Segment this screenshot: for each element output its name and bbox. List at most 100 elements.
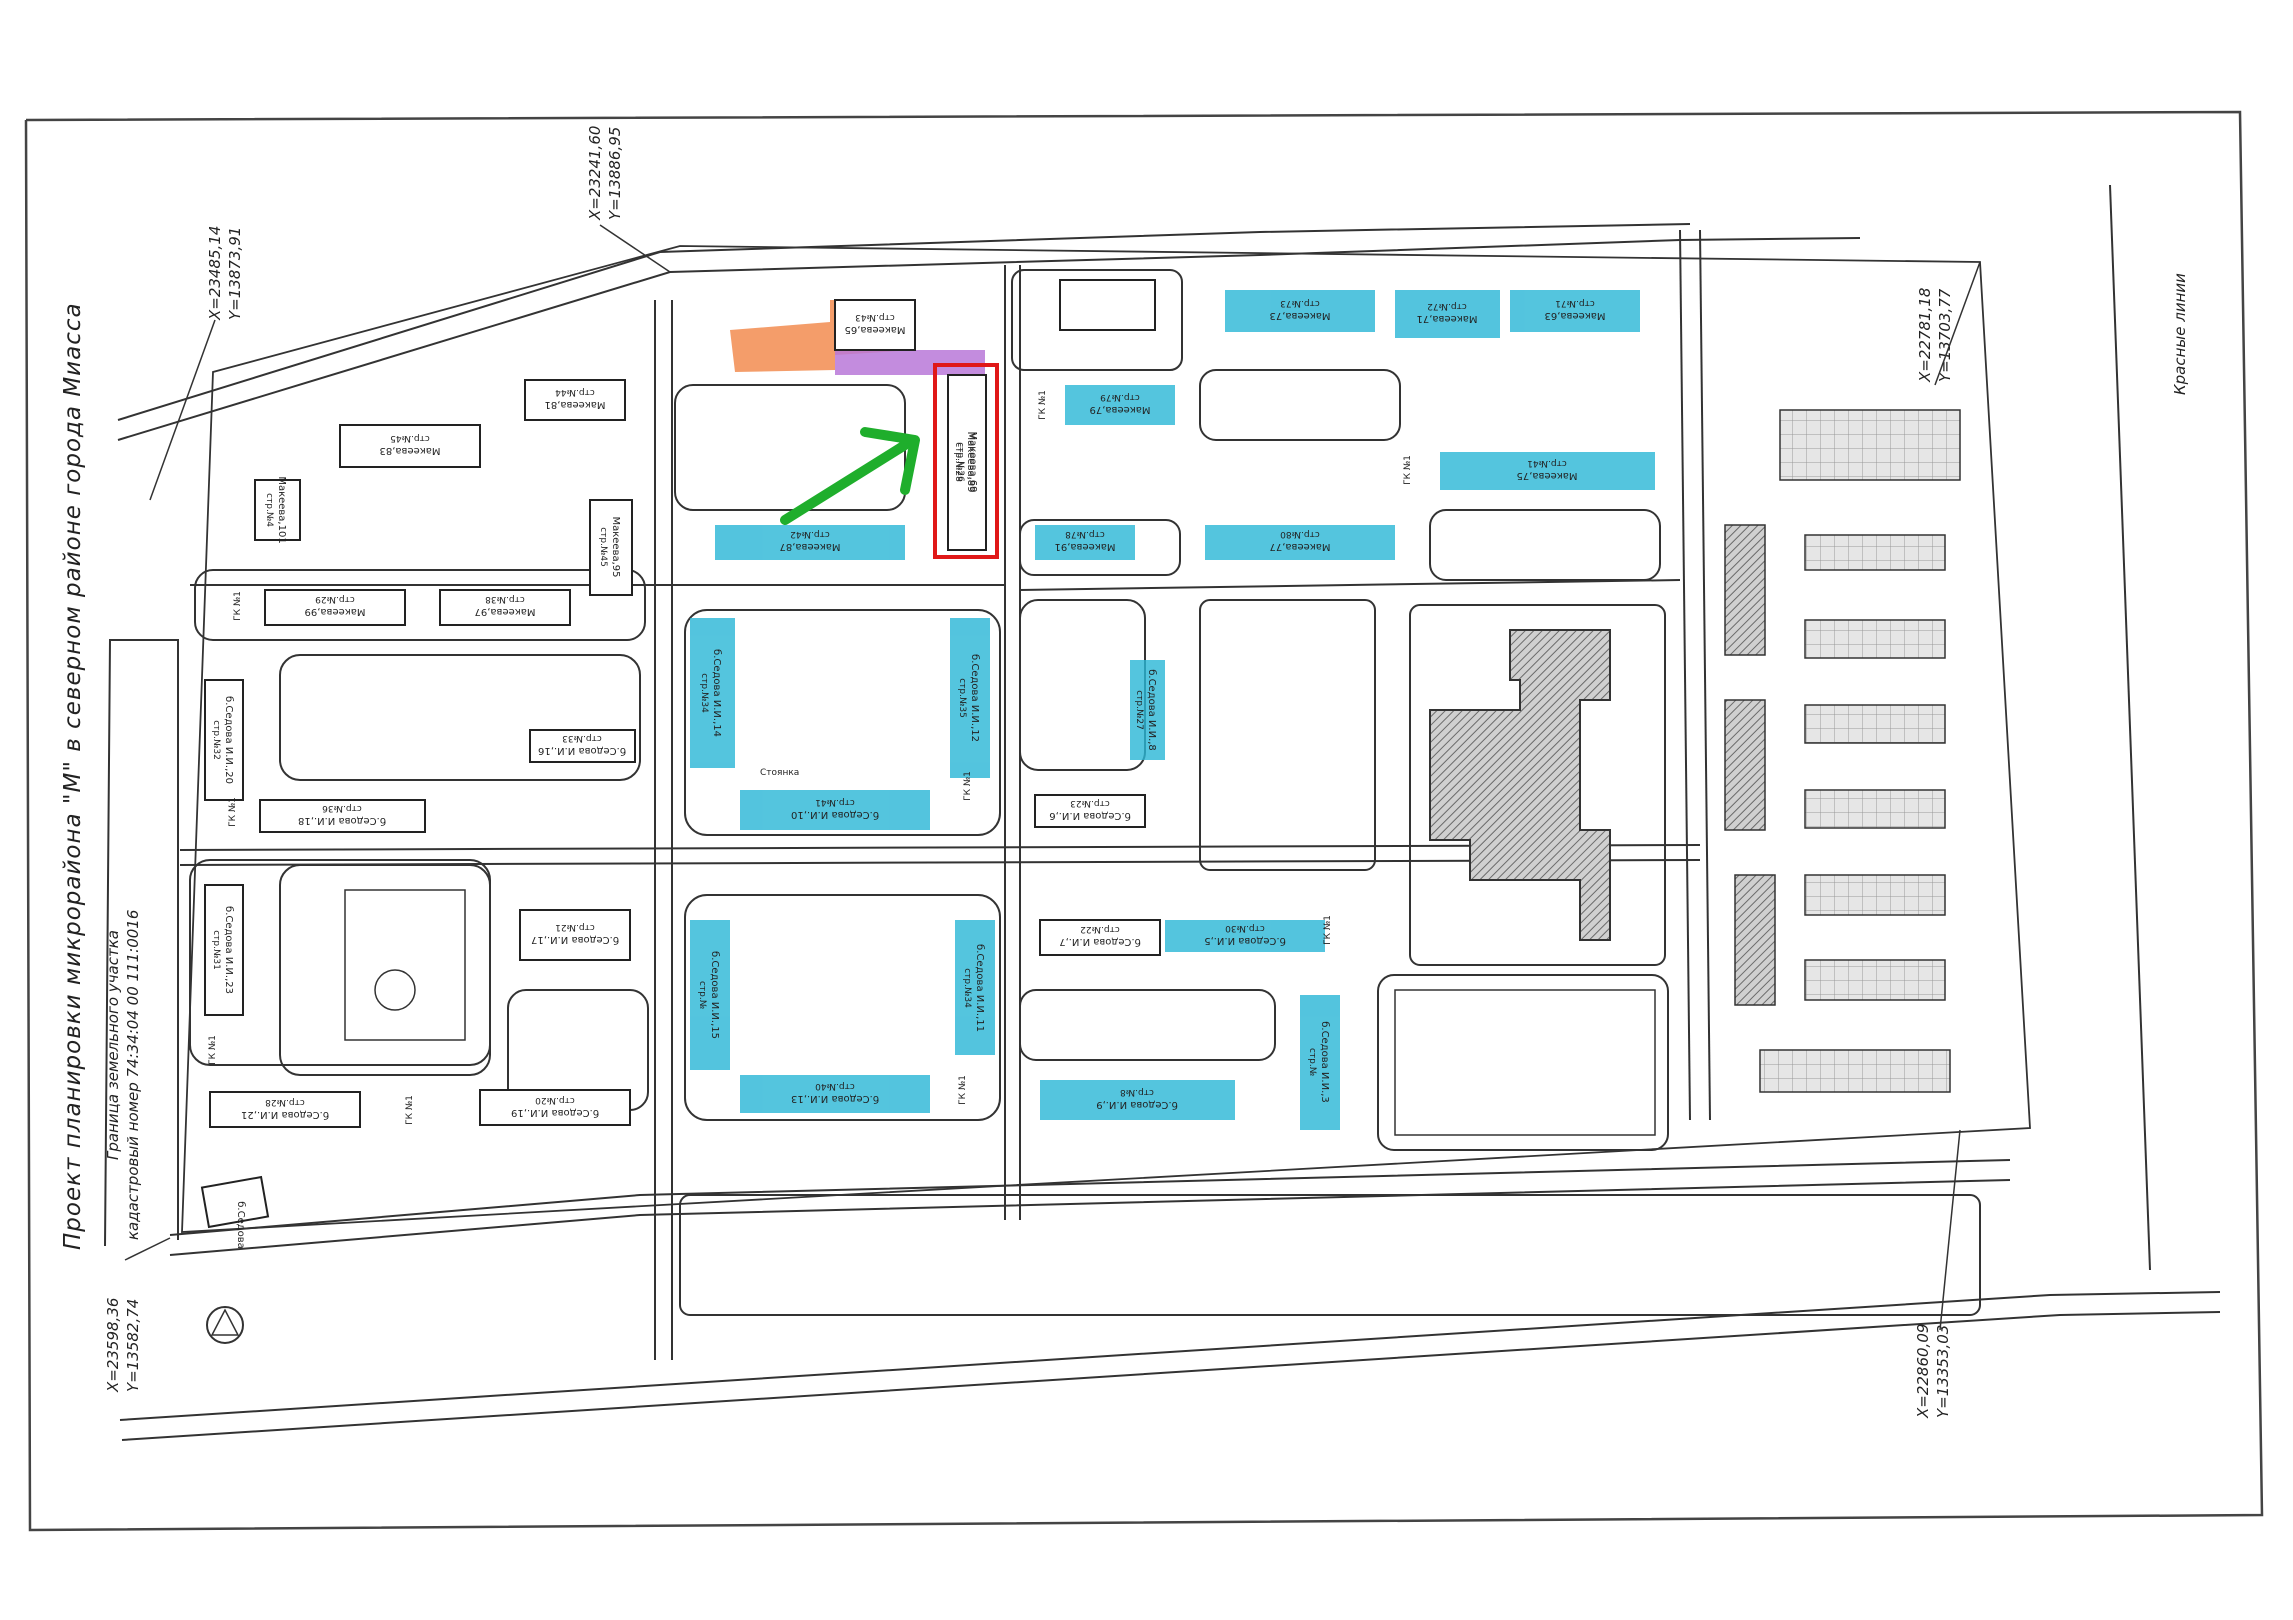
building-name: Макеева,63 bbox=[1544, 310, 1605, 321]
road-inner-south-2 bbox=[169, 1179, 2011, 1256]
building-number: стр.№35 bbox=[957, 678, 967, 718]
plain-buildings bbox=[200, 279, 1161, 1229]
bld-sw-corner bbox=[200, 1175, 270, 1229]
building-number: стр.№41 bbox=[815, 797, 855, 807]
road-horizontal-mid bbox=[179, 844, 1701, 851]
building-number: стр.№26 bbox=[955, 442, 965, 482]
bld-s21 bbox=[209, 1091, 361, 1128]
red-frame bbox=[933, 363, 999, 559]
building-number: стр.№40 bbox=[815, 1081, 855, 1091]
gk-tag: ГК №1 bbox=[1038, 390, 1048, 420]
bld-s17 bbox=[519, 909, 631, 961]
building-name: Макеева,77 bbox=[1269, 541, 1330, 552]
building-number: стр.№27 bbox=[1134, 690, 1144, 730]
building-label-s9: б.Седова И.И.,9 стр.№8 bbox=[1096, 1087, 1178, 1110]
gk-tag: ГК №1 bbox=[405, 1095, 415, 1125]
block-kindergarten bbox=[1199, 599, 1376, 871]
building-number: стр.№41 bbox=[1527, 458, 1567, 468]
building-name: б.Седова И.И.,23 bbox=[223, 906, 234, 994]
building-name: б.Седова И.И.,19 bbox=[511, 1107, 599, 1118]
block-west-2 bbox=[279, 654, 641, 781]
building-name: Макеева,91 bbox=[1054, 541, 1115, 552]
building-name: б.Седова И.И.,9 bbox=[1096, 1099, 1178, 1110]
building-number: стр.№36 bbox=[322, 803, 362, 813]
building-label-m63: Макеева,63 стр.№71 bbox=[1544, 298, 1605, 321]
building-labels: Макеева,65стр.№43Макеева,69стр.№26Макеев… bbox=[208, 298, 1606, 1249]
hl-s9 bbox=[1040, 1080, 1235, 1120]
coord-nw-mid-x: X=23241,60 bbox=[586, 126, 604, 221]
building-number: стр.№20 bbox=[535, 1095, 575, 1105]
bld-s19 bbox=[479, 1089, 631, 1126]
bld-m101 bbox=[254, 479, 301, 541]
building-name: б.Седова И.И.,13 bbox=[791, 1093, 879, 1104]
boundary-label: Граница земельного участка bbox=[104, 930, 122, 1160]
plan-title: Проект планировки микрорайона "М" в севе… bbox=[60, 302, 86, 1250]
hl-m77 bbox=[1205, 525, 1395, 560]
building-number: стр.№44 bbox=[555, 387, 595, 397]
coord-nw-y: Y=13873,91 bbox=[226, 227, 244, 320]
building-name: б.Седова И.И.,15 bbox=[709, 951, 720, 1039]
building-number: стр.№33 bbox=[562, 733, 602, 743]
building-number: стр.№22 bbox=[1080, 924, 1120, 934]
bld-s7 bbox=[1039, 919, 1161, 956]
building-name: б.Седова И.И.,12 bbox=[969, 654, 980, 742]
block-school-field bbox=[1377, 974, 1669, 1151]
gk-tag: ГК №1 bbox=[1323, 915, 1333, 945]
building-number: стр.№8 bbox=[1120, 1087, 1154, 1097]
coord-sw-y: Y=13582,74 bbox=[124, 1299, 142, 1392]
building-name: б.Седова И.И.,3 bbox=[1319, 1021, 1330, 1103]
building-number: стр.№45 bbox=[390, 433, 430, 443]
townhouses-1 bbox=[1724, 524, 1766, 656]
building-name: Макеева,97 bbox=[474, 606, 535, 617]
block-c-2 bbox=[1019, 599, 1146, 771]
red-lines-label: Красные линии bbox=[2171, 273, 2189, 395]
block-mid-3 bbox=[684, 894, 1001, 1121]
gk-tag: ГК №1 bbox=[963, 771, 973, 801]
block-mid-2 bbox=[684, 609, 1001, 836]
road-south bbox=[119, 1291, 2221, 1421]
townhouses-3 bbox=[1734, 874, 1776, 1006]
road-east-inner-b bbox=[1699, 229, 1711, 1121]
gk-tag: ГК №1 bbox=[228, 797, 238, 827]
block-mid-1 bbox=[674, 384, 906, 511]
block-school bbox=[1409, 604, 1666, 966]
building-name: Макеева,89 bbox=[965, 431, 976, 492]
hl-s15 bbox=[690, 920, 730, 1070]
building-name: Макеева,73 bbox=[1269, 310, 1330, 321]
block-north-c bbox=[1011, 269, 1183, 371]
parking-4 bbox=[1804, 704, 1946, 744]
hl-m71 bbox=[1395, 290, 1500, 338]
parking-5 bbox=[1804, 789, 1946, 829]
hl-s10 bbox=[740, 790, 930, 830]
building-name: б.Седова И.И.,5 bbox=[1204, 935, 1286, 946]
hl-m87 bbox=[715, 525, 905, 560]
coord-se-x: X=22860,09 bbox=[1914, 1324, 1932, 1419]
building-name: б.Седова И.И.,21 bbox=[241, 1109, 329, 1120]
sports-field bbox=[1394, 989, 1656, 1136]
hl-s8 bbox=[1130, 660, 1165, 760]
coord-sw-x: X=23598,36 bbox=[104, 1298, 122, 1393]
building-label-s13: б.Седова И.И.,13 стр.№40 bbox=[791, 1081, 879, 1104]
hl-s13 bbox=[740, 1075, 930, 1113]
coord-ne-x: X=22781,18 bbox=[1916, 288, 1934, 383]
building-number: стр.№71 bbox=[1555, 298, 1595, 308]
building-label-s1: б.Седова bbox=[235, 1201, 246, 1249]
school-building bbox=[1429, 629, 1611, 941]
playground-circle bbox=[374, 969, 416, 1011]
coord-nw-mid-y: Y=13886,95 bbox=[606, 127, 624, 220]
hl-m63 bbox=[1510, 290, 1640, 332]
building-name: Макеева,75 bbox=[1516, 470, 1577, 481]
